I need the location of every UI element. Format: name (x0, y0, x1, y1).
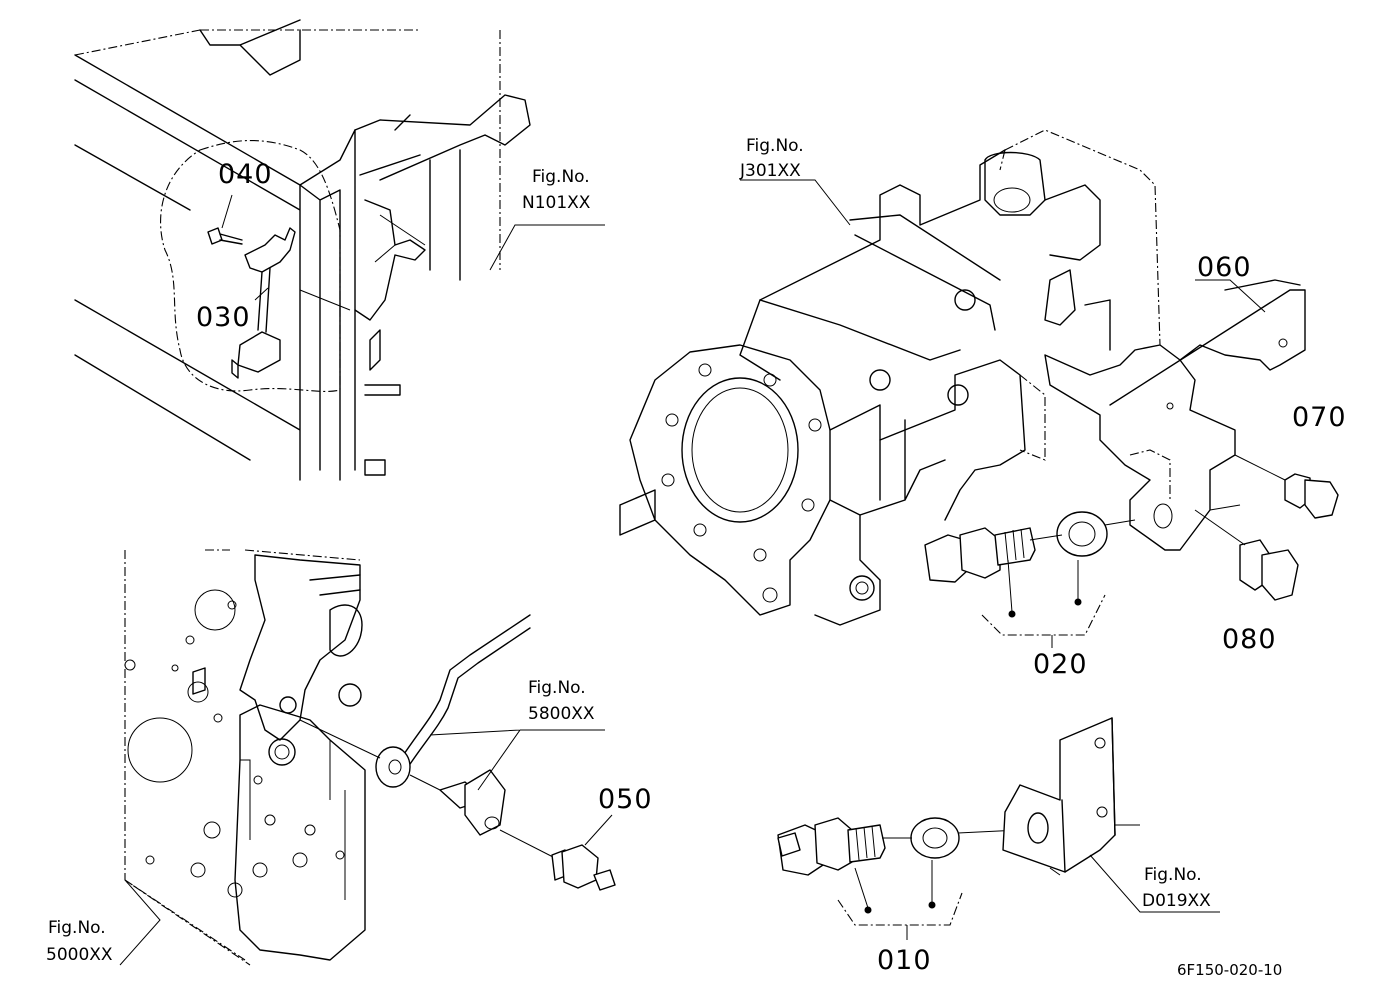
switch-080-shape (1194, 504, 1299, 601)
plug-070-shape (1234, 454, 1339, 519)
part-label-020: 020 (1033, 649, 1088, 680)
fig-ref-j301-number: J301XX (739, 161, 801, 181)
fig-ref-n101-number: N101XX (522, 193, 591, 213)
fig-ref-5800-label: Fig.No. (528, 678, 586, 698)
part-label-050: 050 (598, 784, 653, 815)
sensor-030-shape (231, 227, 296, 379)
housing-assembly-right (619, 129, 1339, 648)
fig-ref-j301-label: Fig.No. (746, 136, 804, 156)
fig-ref-n101-label: Fig.No. (532, 167, 590, 187)
bolt-040-shape (207, 227, 243, 245)
switch-020-shape (924, 511, 1136, 648)
part-label-040: 040 (218, 159, 273, 190)
switch-010-shape (777, 817, 1021, 940)
detail-assembly-bottom-right (777, 717, 1220, 940)
drawing-number: 6F150-020-10 (1177, 961, 1282, 979)
bracket-060-shape (1044, 279, 1306, 551)
engine-block-bottom-left (119, 549, 616, 966)
bracket-d019-shape (1002, 717, 1140, 873)
part-label-080: 080 (1222, 624, 1277, 655)
banjo-fitting-shape (375, 746, 411, 788)
part-label-010: 010 (877, 945, 932, 976)
part-label-060: 060 (1197, 252, 1252, 283)
fig-ref-5800-number: 5800XX (528, 704, 595, 724)
fig-ref-5000-number: 5000XX (46, 945, 113, 965)
fig-ref-d019-label: Fig.No. (1144, 865, 1202, 885)
fig-ref-5000-label: Fig.No. (48, 918, 106, 938)
fig-ref-d019-number: D019XX (1142, 891, 1211, 911)
pressure-switch-050-shape (551, 814, 616, 891)
part-label-070: 070 (1292, 402, 1347, 433)
figure-references: Fig.No. N101XX Fig.No. J301XX Fig.No. 58… (46, 136, 1211, 965)
frame-assembly-top-left (74, 19, 605, 481)
part-label-030: 030 (196, 302, 251, 333)
part-number-labels: 040 030 060 070 080 020 050 010 (196, 159, 1347, 976)
adapter-fitting-shape (439, 769, 506, 836)
